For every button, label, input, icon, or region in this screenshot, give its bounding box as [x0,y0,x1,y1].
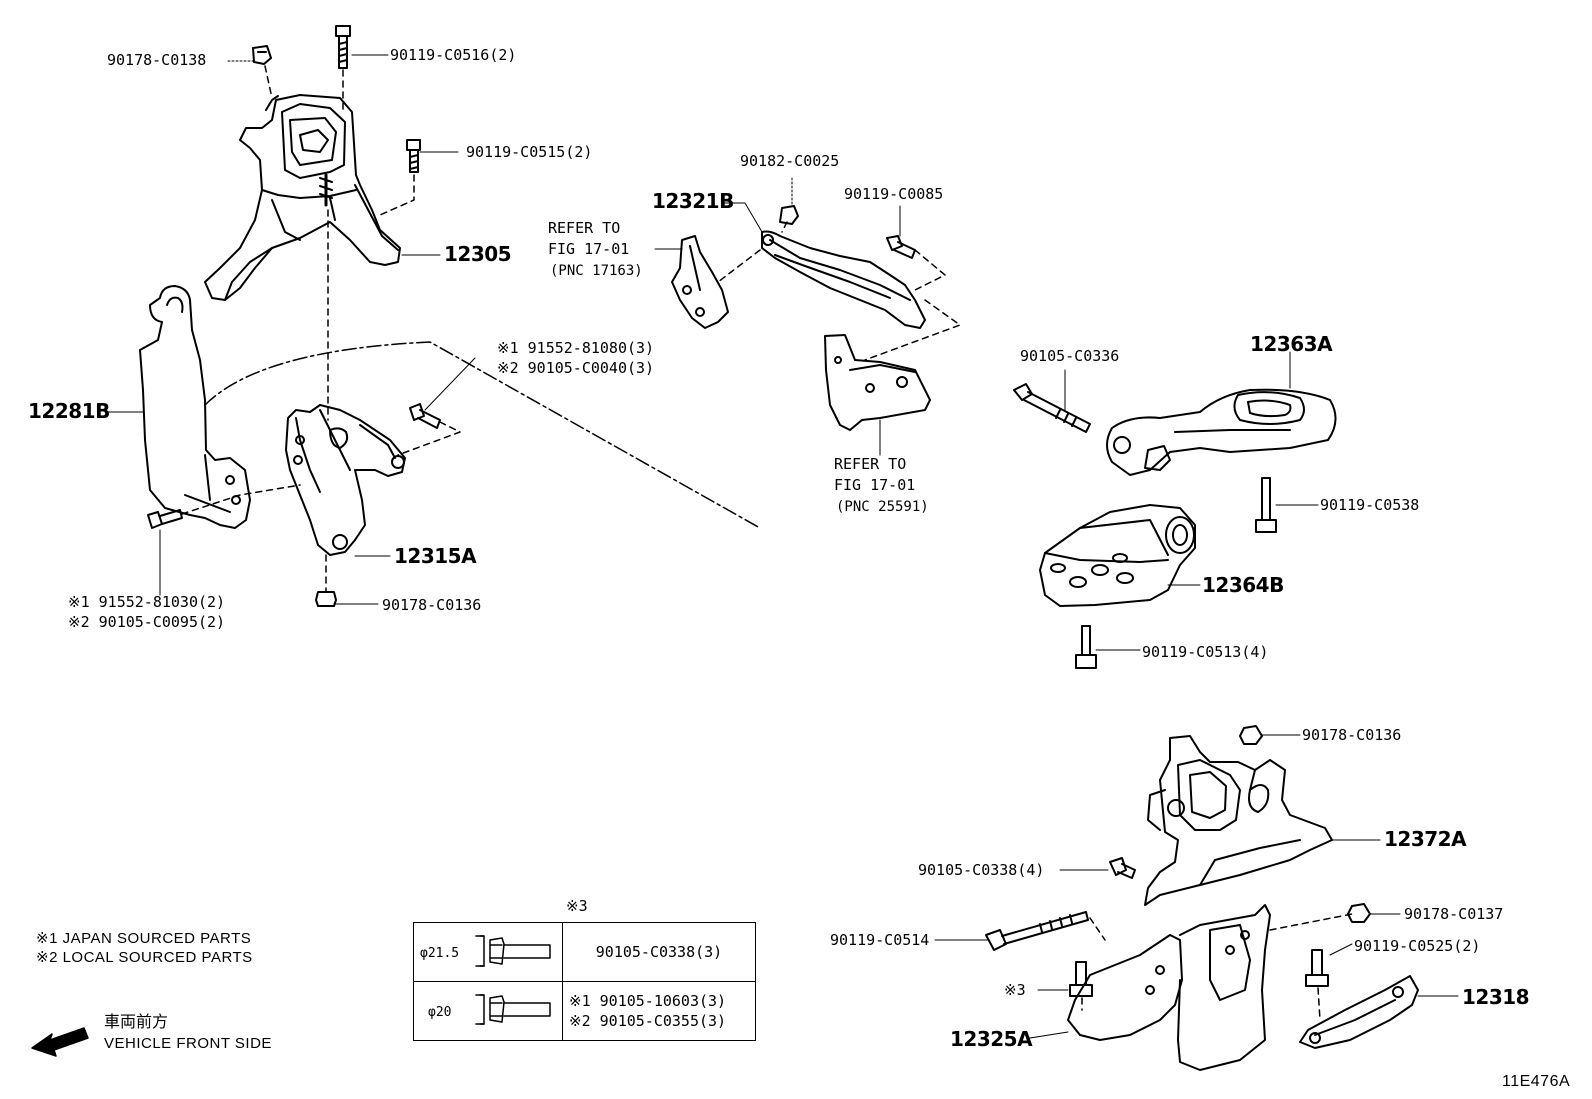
legend-local-sourced: ※2 LOCAL SOURCED PARTS [36,949,253,966]
refer-note-1-line3[interactable]: (PNC 17163) [550,263,643,279]
bolt-icon [1255,477,1277,533]
refer-note-2-line2: FIG 17-01 [834,476,916,494]
bolt-icon [1069,961,1093,997]
callout-12372A[interactable]: 12372A [1384,827,1467,851]
spec-parts-cell[interactable]: 90105-C0338(3) [562,922,756,982]
callout-90119-C0514[interactable]: 90119-C0514 [830,931,930,949]
nut-icon [1239,725,1263,745]
leader-lines [104,54,1459,1039]
refer-note-2-line1: REFER TO [834,455,907,473]
callout-90119-C0538[interactable]: 90119-C0538 [1320,496,1420,514]
callout-90119-C0516[interactable]: 90119-C0516(2) [390,46,517,64]
callout-12325A[interactable]: 12325A [950,1027,1033,1051]
spec-parts-cell[interactable]: ※1 90105-10603(3) ※2 90105-C0355(3) [562,981,756,1041]
bolt-icon [1305,949,1329,987]
callout-90178-C0136-left[interactable]: 90178-C0136 [382,596,482,614]
bolt-icon [1075,625,1097,669]
nut-icon [779,205,799,225]
engine-outline-line [204,341,761,529]
callout-90178-C0136-right[interactable]: 90178-C0136 [1302,726,1402,744]
callout-12305[interactable]: 12305 [444,242,512,266]
callout-12321B[interactable]: 12321B [652,189,734,213]
bolt-icon [1013,383,1091,433]
bolt-icon [252,45,272,65]
bracket-12281B [139,285,251,529]
callout-12318[interactable]: 12318 [1462,985,1530,1009]
callout-90178-C0137[interactable]: 90178-C0137 [1404,905,1504,923]
bracket-12364B [1039,504,1196,607]
refer-note-1-line2: FIG 17-01 [548,240,630,258]
spec-diameter: φ20 [428,1005,452,1020]
spec-diameter-cell: φ21.5 [413,922,563,982]
stay-12321B [761,230,926,329]
callout-90105-C0338[interactable]: 90105-C0338(4) [918,861,1045,879]
assembly-lines [181,65,461,593]
callout-12315A[interactable]: 12315A [394,544,477,568]
callout-12281B[interactable]: 12281B [28,399,110,423]
callout-90119-C0513[interactable]: 90119-C0513(4) [1142,643,1269,661]
spec-part[interactable]: 90105-C0338(3) [595,943,723,961]
spec-diameter: φ21.5 [420,946,460,961]
callout-90178-C0138[interactable]: 90178-C0138 [107,51,207,69]
bolt-icon [409,403,441,429]
assembly-lines [1081,913,1353,1021]
spec-diameter-cell: φ20 [413,981,563,1041]
stay-12318 [1299,975,1419,1049]
vehicle-front-en: VEHICLE FRONT SIDE [104,1035,272,1052]
bracket-fig-17163 [671,235,729,329]
callout-12363A[interactable]: 12363A [1250,332,1333,356]
spec-part[interactable]: ※1 90105-10603(3) [569,992,727,1010]
refer-note-1-line1: REFER TO [548,219,621,237]
bolt-icon [985,911,1089,951]
mount-bracket-12305 [204,94,401,301]
callout-91552-81080[interactable]: ※1 91552-81080(3) [497,339,655,357]
spec-part[interactable]: ※2 90105-C0355(3) [569,1012,727,1030]
mount-12372A [1144,735,1333,906]
refer-note-2-line3[interactable]: (PNC 25591) [836,499,929,515]
bolt-icon [1109,857,1136,879]
bolt-icon [886,235,916,259]
vehicle-front-jp: 車両前方 [104,1014,169,1031]
legend-japan-sourced: ※1 JAPAN SOURCED PARTS [36,930,252,947]
spec-table-header: ※3 [566,897,588,915]
callout-90119-C0085[interactable]: 90119-C0085 [844,185,944,203]
callout-90119-C0525[interactable]: 90119-C0525(2) [1354,937,1481,955]
bracket-12325A [1067,904,1271,1071]
callout-12364B[interactable]: 12364B [1202,573,1284,597]
spec-table: φ21.5 90105-C0338(3) φ20 ※1 90105-10603(… [413,922,756,1041]
callout-90105-C0095[interactable]: ※2 90105-C0095(2) [68,613,226,631]
bolt-icon [335,25,351,69]
bolt-icon [147,509,183,529]
callout-note-3[interactable]: ※3 [1004,981,1026,999]
nut-icon [315,591,337,607]
torque-rod-12363A [1106,388,1337,476]
callout-90119-C0515[interactable]: 90119-C0515(2) [466,143,593,161]
callout-90105-C0336[interactable]: 90105-C0336 [1020,347,1120,365]
mount-12315A [285,404,406,556]
vehicle-front-arrow-icon [31,1027,89,1057]
callout-91552-81030[interactable]: ※1 91552-81030(2) [68,593,226,611]
nut-icon [1347,903,1371,923]
figure-code: 11E476A [1502,1073,1571,1090]
bracket-fig-25591 [824,334,931,431]
callout-90105-C0040[interactable]: ※2 90105-C0040(3) [497,359,655,377]
callout-90182-C0025[interactable]: 90182-C0025 [740,152,840,170]
bolt-icon [406,139,421,173]
assembly-lines [717,221,961,361]
